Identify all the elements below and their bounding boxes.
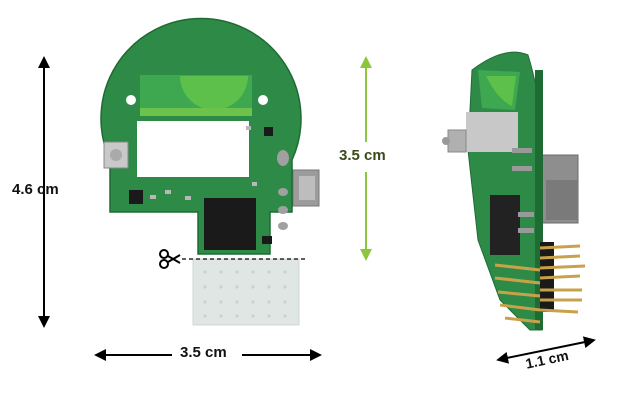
- cut-height-label: 3.5 cm: [339, 147, 386, 164]
- width-label: 3.5 cm: [180, 344, 227, 361]
- scissors-icon: [159, 249, 181, 269]
- gold-header-pins: [494, 244, 586, 324]
- small-chip: [264, 127, 273, 136]
- breakaway-panel: [192, 258, 300, 326]
- total-height-label: 4.6 cm: [12, 181, 59, 198]
- depth-arrow: [496, 336, 596, 364]
- board-front-view: [100, 17, 320, 326]
- side-button: [447, 129, 467, 153]
- main-chip: [204, 198, 256, 250]
- board-side-view: [442, 51, 586, 331]
- mounting-hole-right: [258, 95, 268, 105]
- display-cutout: [137, 121, 249, 177]
- side-window: [466, 112, 518, 152]
- mounting-hole-left: [126, 95, 136, 105]
- side-black-chip: [490, 195, 520, 255]
